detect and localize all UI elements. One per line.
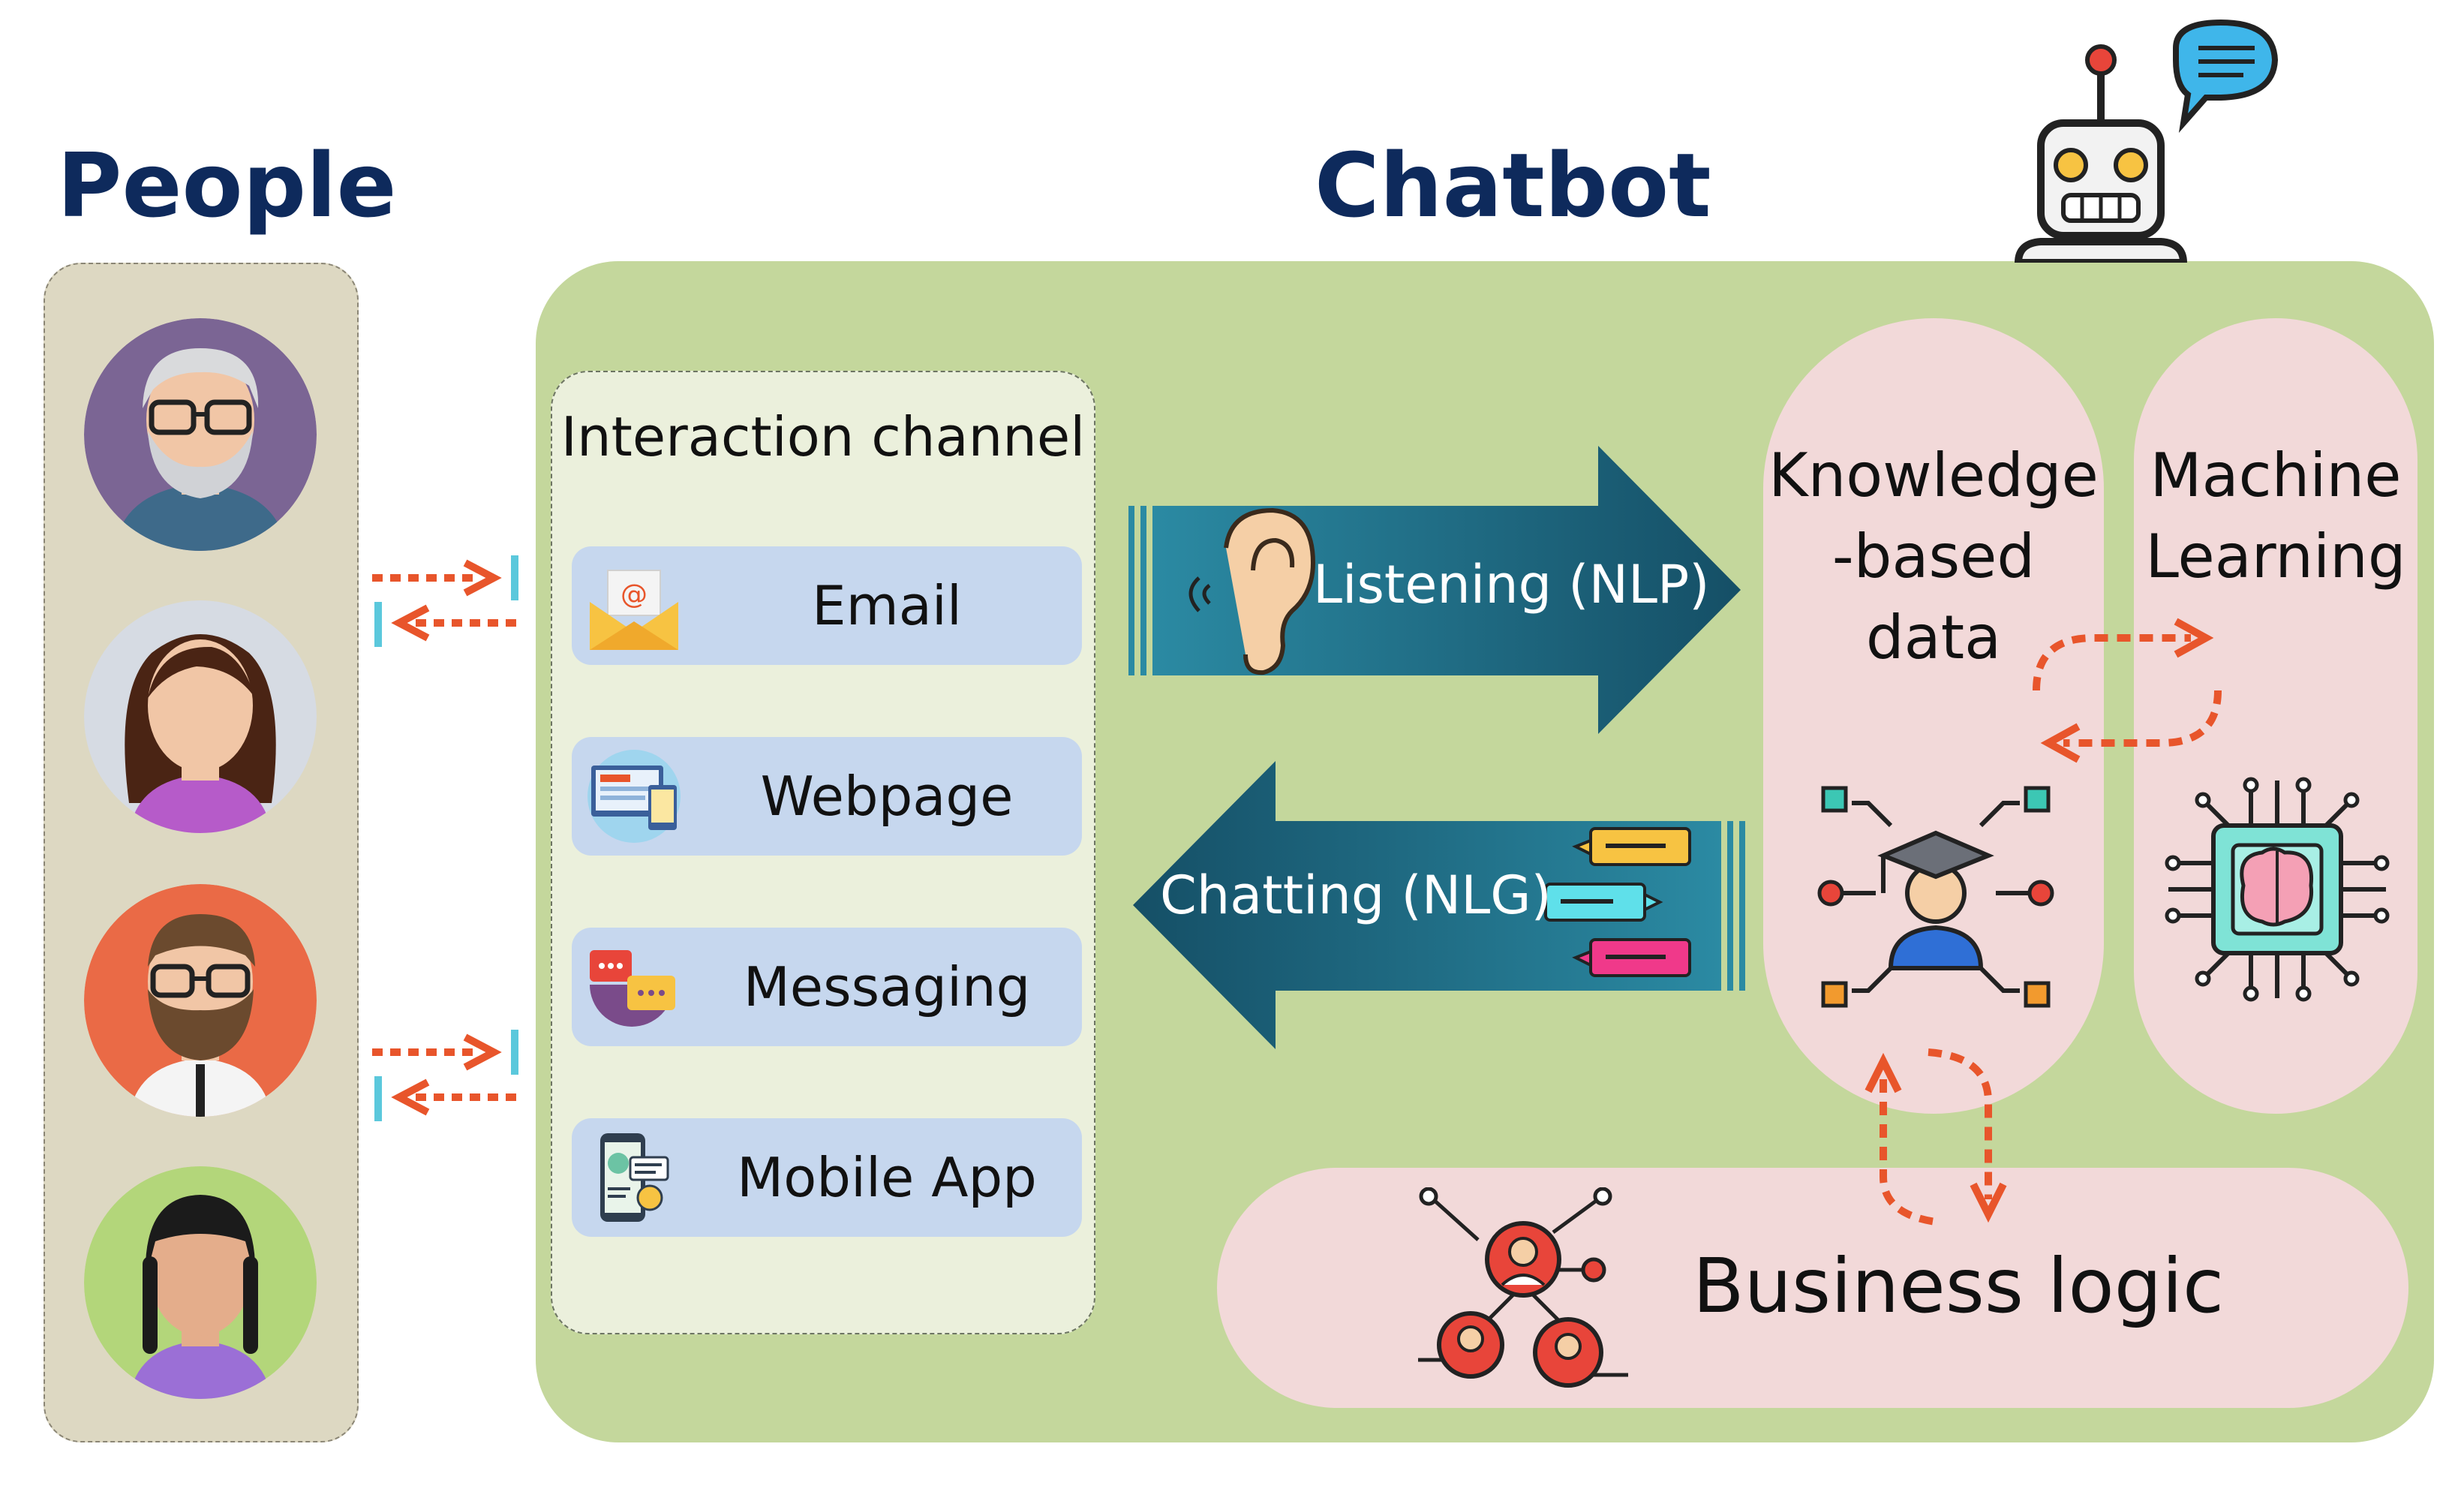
knowledge-label-line1: Knowledge [1768,441,2099,510]
svg-text:@: @ [621,579,648,610]
knowledge-label-line2: -based data [1831,522,2036,672]
robot-icon [2014,19,2279,263]
kb-ml-exchange-arrows [2033,618,2222,763]
business-logic-label: Business logic [1693,1242,2224,1330]
exchange-arrows-bottom [372,1030,518,1121]
chatbot-title: Chatbot [1315,134,1711,237]
listening-arrow [1128,446,1741,734]
knowledge-based-data-pill [1763,318,2104,1114]
woman-avatar [84,600,317,833]
webpage-icon [587,750,681,843]
exchange-arrows-top [372,555,518,647]
email-icon: @ [590,570,678,650]
business-logic-pill [1217,1168,2408,1408]
mobile-app-icon [600,1133,669,1222]
channel-label-email: Email [812,574,962,637]
knowledge-based-data-label: Knowledge -based data [1763,435,2104,678]
people-title: People [57,134,397,237]
machine-learning-label-line1: Machine [2150,441,2402,510]
people-network-icon [1418,1187,1628,1388]
brain-chip-icon [2165,777,2390,1002]
channel-label-messaging: Messaging [743,955,1031,1018]
interaction-channel-title: Interaction channel [560,405,1086,468]
listening-label: Listening (NLP) [1313,554,1710,615]
chat-bubbles-icon [1544,827,1691,977]
channel-label-webpage: Webpage [760,765,1014,828]
kb-bl-exchange-arrows [1865,1048,2007,1226]
channel-item-webpage[interactable]: Webpage [572,737,1082,856]
channel-item-mobile-app[interactable]: Mobile App [572,1118,1082,1237]
ear-icon [1188,507,1316,675]
channel-label-mobile-app: Mobile App [737,1146,1037,1209]
bearded-man-avatar [84,884,317,1117]
machine-learning-label-line2: Learning [2145,522,2406,591]
girl-avatar [84,1166,317,1399]
graduate-network-icon [1817,786,2054,1008]
chatting-label: Chatting (NLG) [1160,865,1552,926]
messaging-icon [590,950,675,1027]
channel-item-email[interactable]: @ Email [572,546,1082,665]
elderly-man-avatar [84,318,317,551]
chatting-arrow [1133,761,1745,1049]
channel-item-messaging[interactable]: Messaging [572,928,1082,1046]
machine-learning-label: Machine Learning [2134,435,2417,597]
